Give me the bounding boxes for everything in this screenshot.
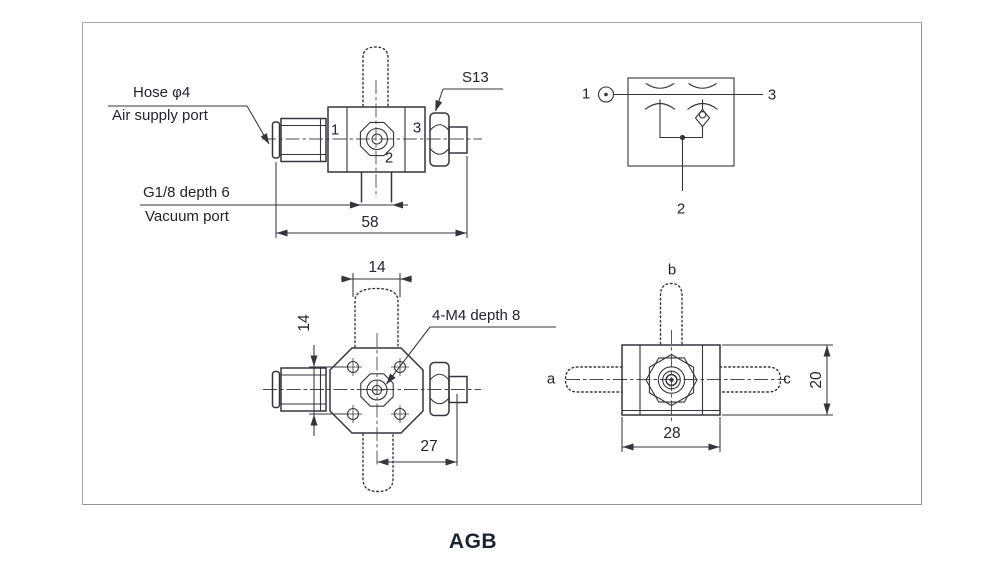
model-title: AGB [448,529,498,553]
schematic-port-2: 2 [676,200,686,218]
valve-body-side [621,344,721,416]
callout-thread: G1/8 depth 6 [143,184,230,201]
hex-nut-top [429,361,450,417]
outlet-stub-front [448,126,468,154]
schematic-port-1: 1 [581,85,591,103]
callout-mounting-holes: 4-M4 depth 8 [432,307,521,324]
port-b-stub-dotted [659,282,683,345]
schematic-port-3: 3 [767,86,777,104]
venturi-nozzle-symbols [644,83,718,110]
valve-body-top [329,347,424,434]
dim-center-to-end: 27 [420,438,438,456]
dim-hole-pitch-horizontal: 14 [368,259,386,277]
valve-body-front [327,106,426,173]
front-port-3: 3 [412,119,422,137]
dim-hole-pitch-vertical: 14 [296,314,314,332]
side-view-drawing [564,282,833,452]
callout-air-supply: Air supply port [112,107,208,124]
outlet-stub-top [448,375,468,404]
callout-vacuum: Vacuum port [145,208,229,225]
side-port-b: b [667,261,677,279]
front-view-drawing [108,46,503,238]
port-a-stub-dotted [564,366,623,393]
front-port-2: 2 [384,149,394,167]
dim-body-width: 28 [663,425,681,443]
bottom-stub-dotted [362,433,394,493]
top-stub-dotted [354,287,399,348]
dim-body-height: 20 [808,371,826,389]
dim-overall-length: 58 [361,214,379,232]
drawing-frame [82,22,922,505]
hex-boss-side [645,353,698,407]
side-port-a: a [546,370,556,388]
push-in-fitting-front [271,117,327,163]
schematic-box [627,77,735,167]
push-in-fitting-top [271,367,327,412]
pneumatic-schematic [597,77,763,191]
side-port-c: c [783,370,791,388]
front-port-1: 1 [330,121,340,139]
callout-hose: Hose φ4 [133,84,191,101]
hose-outline-dotted [362,46,389,107]
supply-port-symbol [597,86,615,103]
center-boss-octagon [359,121,395,157]
callout-wrench-flat: S13 [462,69,489,86]
port-c-stub-dotted [719,366,782,393]
hex-nut-front [429,112,450,167]
top-view-drawing [263,273,556,493]
